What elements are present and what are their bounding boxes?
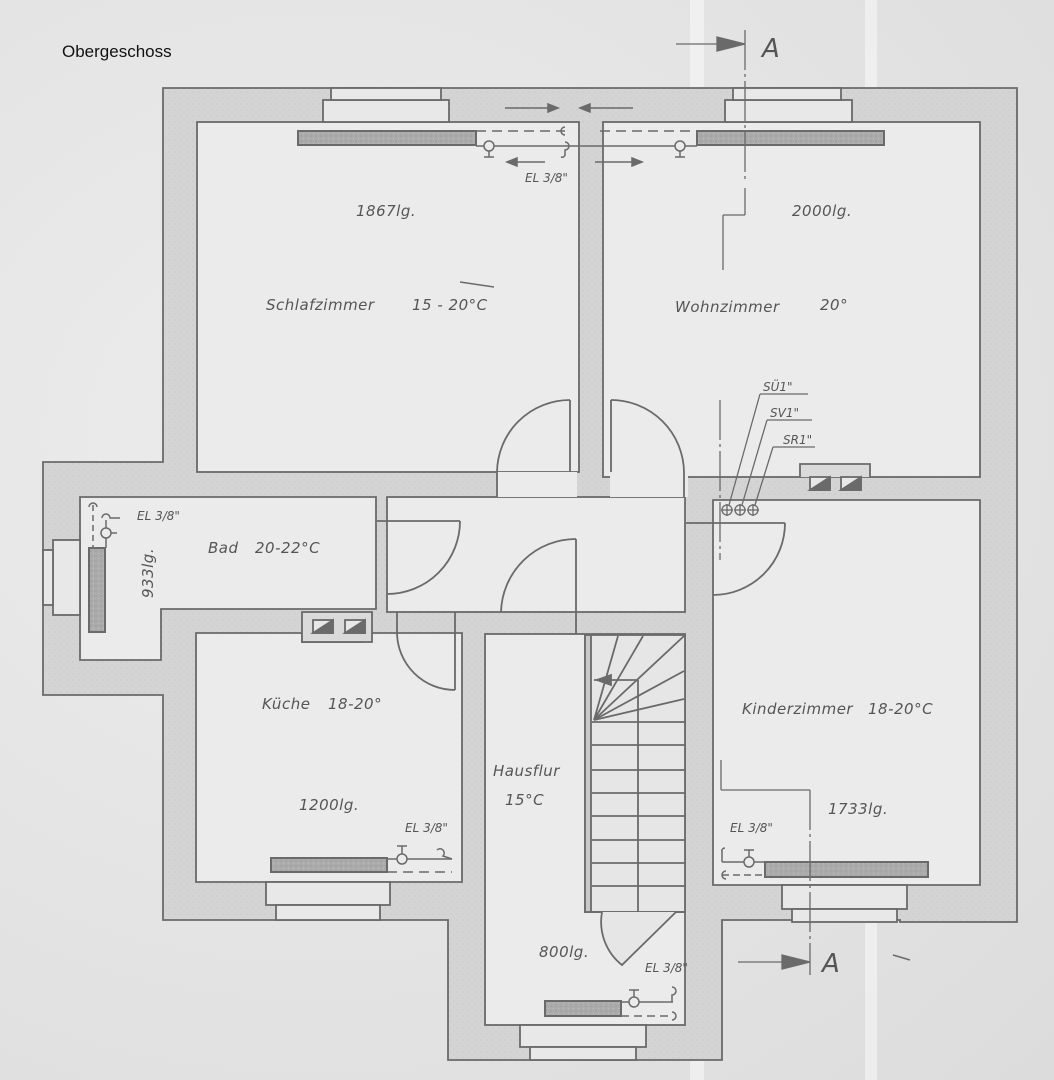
radiator-hausflur: [544, 1000, 622, 1017]
pipe-annotation-hausflur: EL 3/8": [645, 961, 688, 975]
pipe-annotation-kinderzimmer: EL 3/8": [730, 821, 773, 835]
piping-kueche: [387, 845, 453, 873]
section-arrow-top-icon: [716, 36, 746, 52]
radiator-wohnzimmer: [696, 130, 885, 146]
room-name: Kinderzimmer: [742, 700, 853, 718]
pipe-annotation-kueche: EL 3/8": [405, 821, 448, 835]
piping-top: [476, 126, 697, 158]
scan-mark: [892, 954, 911, 961]
room-load: 1867lg.: [356, 202, 416, 220]
label-hausflur: Hausflur 15°C 800lg.: [493, 762, 589, 961]
room-load: 2000lg.: [792, 202, 852, 220]
room-corridor: [386, 496, 686, 613]
window-bad: [42, 539, 81, 616]
riser-annotations: SÜ1" SV1" SR1": [763, 378, 812, 447]
window-kinderzimmer: [781, 884, 908, 923]
staircase: [584, 634, 686, 967]
scan-mark: [459, 281, 495, 288]
sv-label: SV1": [770, 406, 799, 420]
el-label: EL 3/8": [525, 171, 568, 185]
sr-label: SR1": [783, 433, 812, 447]
room-load: 800lg.: [539, 943, 589, 961]
door-kinderzimmer: [686, 522, 786, 596]
room-name: Küche: [262, 695, 310, 713]
room-load: 933lg.: [139, 548, 157, 598]
el-label: EL 3/8": [137, 509, 180, 523]
label-kueche: Küche 18-20° 1200lg.: [262, 695, 382, 814]
door-hausflur: [500, 538, 577, 634]
radiator-bad: [88, 547, 106, 633]
room-kinderzimmer: [712, 499, 981, 886]
room-name: Hausflur: [493, 762, 560, 780]
door-kueche: [396, 612, 456, 691]
room-name: Schlafzimmer: [266, 296, 375, 314]
window-schlafzimmer: [322, 87, 450, 123]
door-schlafzimmer: [496, 399, 577, 497]
stair-direction-arrow-icon: [594, 673, 612, 687]
room-schlafzimmer: [196, 121, 580, 473]
section-line-a: [676, 30, 811, 975]
room-wohnzimmer: [602, 121, 981, 478]
section-label-bottom: A: [820, 949, 840, 979]
room-temperature: 15 - 20°C: [412, 296, 488, 314]
room-bad: [79, 496, 377, 661]
label-wohnzimmer: 2000lg. Wohnzimmer 20°: [675, 202, 852, 316]
radiator-schlafzimmer: [297, 130, 477, 146]
pipe-annotation-top: EL 3/8": [525, 171, 568, 185]
chimney-bad-kueche: [301, 611, 373, 643]
room-temperature: 20-22°C: [255, 539, 320, 557]
piping-hausflur: [621, 986, 677, 1021]
su-label: SÜ1": [763, 378, 793, 394]
chimney-wohnzimmer-kinderzimmer: [799, 463, 871, 491]
flow-arrows-top: [504, 102, 645, 168]
radiator-kinderzimmer: [764, 861, 929, 878]
el-label: EL 3/8": [405, 821, 448, 835]
section-arrow-bottom-icon: [781, 954, 811, 970]
piping-bad: [88, 502, 120, 548]
pipe-annotation-bad: EL 3/8": [137, 509, 180, 523]
piping-kinderzimmer: [721, 847, 765, 880]
riser-pipes: [721, 393, 815, 516]
window-hausflur: [519, 1024, 647, 1061]
page-title: Obergeschoss: [62, 42, 172, 61]
room-temperature: 20°: [820, 296, 848, 314]
el-label: EL 3/8": [730, 821, 773, 835]
window-kueche: [265, 881, 391, 921]
room-temperature: 15°C: [505, 791, 544, 809]
room-load: 1733lg.: [828, 800, 888, 818]
room-name: Bad: [208, 539, 239, 557]
label-schlafzimmer: 1867lg. Schlafzimmer 15 - 20°C: [266, 202, 488, 314]
room-name: Wohnzimmer: [675, 298, 780, 316]
window-wohnzimmer: [724, 87, 853, 123]
label-kinderzimmer: Kinderzimmer 18-20°C 1733lg.: [742, 700, 933, 818]
el-label: EL 3/8": [645, 961, 688, 975]
room-temperature: 18-20°C: [868, 700, 933, 718]
door-bad: [377, 520, 461, 595]
room-load: 1200lg.: [299, 796, 359, 814]
radiator-kueche: [270, 857, 388, 873]
label-bad: Bad 20-22°C 933lg.: [139, 539, 320, 598]
room-kueche: [195, 632, 463, 883]
section-label-top: A: [760, 34, 780, 64]
room-temperature: 18-20°: [328, 695, 382, 713]
door-wohnzimmer: [610, 399, 688, 497]
